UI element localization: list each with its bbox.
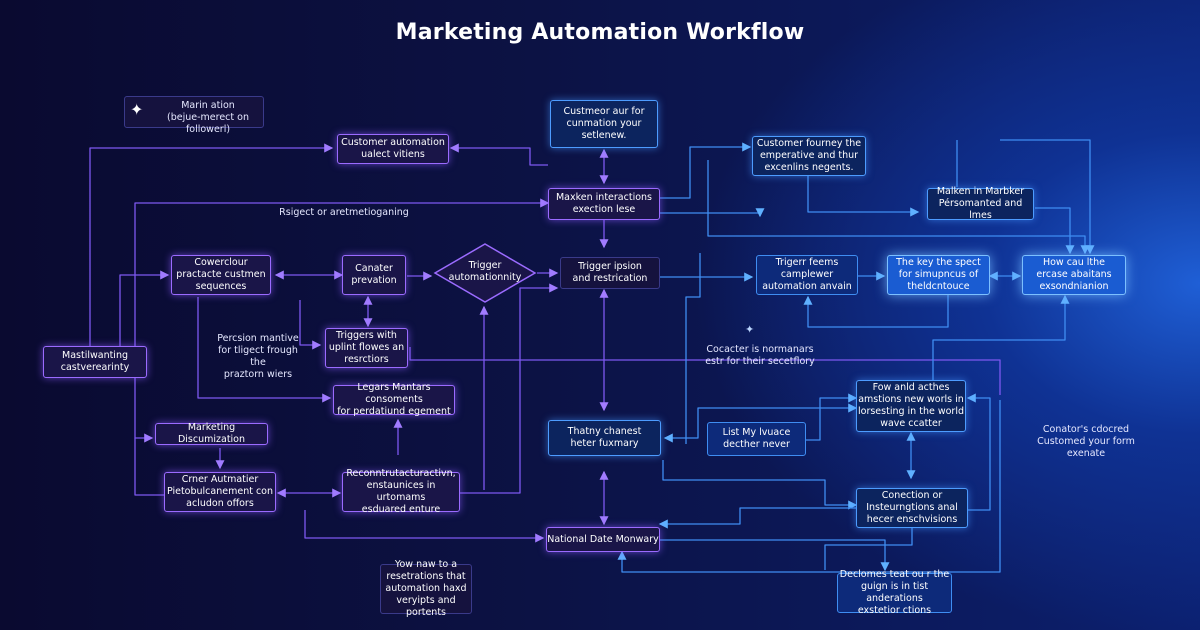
connector: [449, 143, 548, 166]
connector: [658, 507, 856, 529]
connector: [1000, 139, 1095, 255]
connector: [660, 208, 765, 218]
node-declomes[interactable]: Declomes teat ou r the guign is in tist …: [837, 569, 952, 616]
connector: [409, 347, 1001, 395]
legend-box: [124, 96, 264, 128]
connector: [89, 143, 334, 346]
connector: [662, 460, 858, 510]
connector: [966, 393, 991, 511]
connector: [134, 438, 164, 496]
page-title: Marketing Automation Workflow: [395, 20, 805, 45]
node-how-cau[interactable]: How cau lthe ercase abaitans exsondniani…: [1022, 255, 1126, 295]
label-cocacter: Cocacter is normanars estr for their sec…: [705, 344, 815, 367]
node-customer-eur[interactable]: Custmeor aur for cunmation your setlenew…: [550, 100, 658, 148]
node-triggers-with[interactable]: Triggers with uplint flowes an resrctior…: [325, 328, 408, 368]
node-marketing-discumization[interactable]: Marketing Discumization: [155, 422, 268, 445]
node-reconntrutacturactivn[interactable]: Reconntrutacturactivn, enstaunices in ur…: [342, 468, 460, 515]
connector: [134, 378, 154, 443]
node-trigger-ipsion[interactable]: Trigger ipsion and restrication: [560, 257, 660, 289]
connector: [197, 297, 332, 403]
connector: [707, 160, 1090, 255]
legend-label: Marin ation (bejue-merect on followerl): [167, 100, 249, 135]
label-rsigect: Rsigect or aretmetioganing: [279, 207, 409, 218]
sparkle-icon: ✦: [745, 323, 755, 336]
node-trigerr-feems[interactable]: Trigerr feems camplewer automation anvai…: [756, 255, 858, 295]
sparkle-icon: ✦: [130, 100, 144, 119]
node-legars-mantars[interactable]: Legars Mantars consoments for perdatiund…: [333, 382, 455, 417]
node-mastilwanting[interactable]: Mastilwanting castverearinty: [43, 346, 147, 378]
connector: [460, 283, 559, 494]
connector: [803, 294, 949, 328]
connector: [807, 175, 920, 217]
decision-label: Trigger automationnity: [448, 260, 522, 284]
connector: [134, 198, 550, 346]
connector: [617, 400, 1001, 573]
label-conators: Conator's cdocred Customed your form exe…: [1037, 424, 1135, 459]
connector: [299, 300, 322, 350]
label-percsion: Percsion mantive for tligect frough the …: [217, 333, 299, 380]
node-national-date[interactable]: National Date Monwary: [546, 527, 660, 552]
decision-trigger[interactable]: Trigger automationnity: [433, 242, 537, 304]
node-conection[interactable]: Conection or Insteurngtions anal hecer e…: [856, 488, 968, 528]
node-cowerclour[interactable]: Cowerclour practacte custmen sequences: [171, 255, 271, 295]
connector: [660, 539, 890, 572]
node-fow-anld-acthes[interactable]: Fow anld acthes amstions new worls in lo…: [856, 380, 966, 432]
connector: [932, 294, 1070, 380]
node-customer-automation[interactable]: Customer automation ualect vitiens: [337, 134, 449, 164]
node-canater-prevation[interactable]: Canater prevation: [342, 255, 406, 295]
connector: [1035, 207, 1075, 255]
connector: [824, 525, 913, 570]
connector: [663, 403, 858, 443]
connector: [119, 270, 170, 346]
connector: [685, 253, 701, 444]
connector: [806, 393, 858, 441]
node-maxken-interactions[interactable]: Maxken interactions exection lese: [548, 188, 660, 220]
connector: [304, 510, 545, 543]
node-customer-journey[interactable]: Customer fourney the emperative and thur…: [752, 136, 866, 176]
node-crner-autmatier[interactable]: Crner Autmatier Pietobulcanement con acl…: [164, 472, 276, 512]
node-malken-marbker[interactable]: Malken in Marbker Pérsomanted and lmes: [927, 186, 1034, 221]
node-key-spect[interactable]: The key the spect for simupncus of theld…: [887, 255, 990, 295]
diamond-shape: [433, 243, 537, 303]
node-yow-naw[interactable]: Yow naw to a resetrations that automatio…: [380, 559, 472, 618]
connector: [660, 142, 752, 199]
node-thatny-chanest[interactable]: Thatny chanest heter fuxmary: [548, 420, 661, 456]
node-list-my-lvuace[interactable]: List My lvuace decther never: [707, 422, 806, 456]
